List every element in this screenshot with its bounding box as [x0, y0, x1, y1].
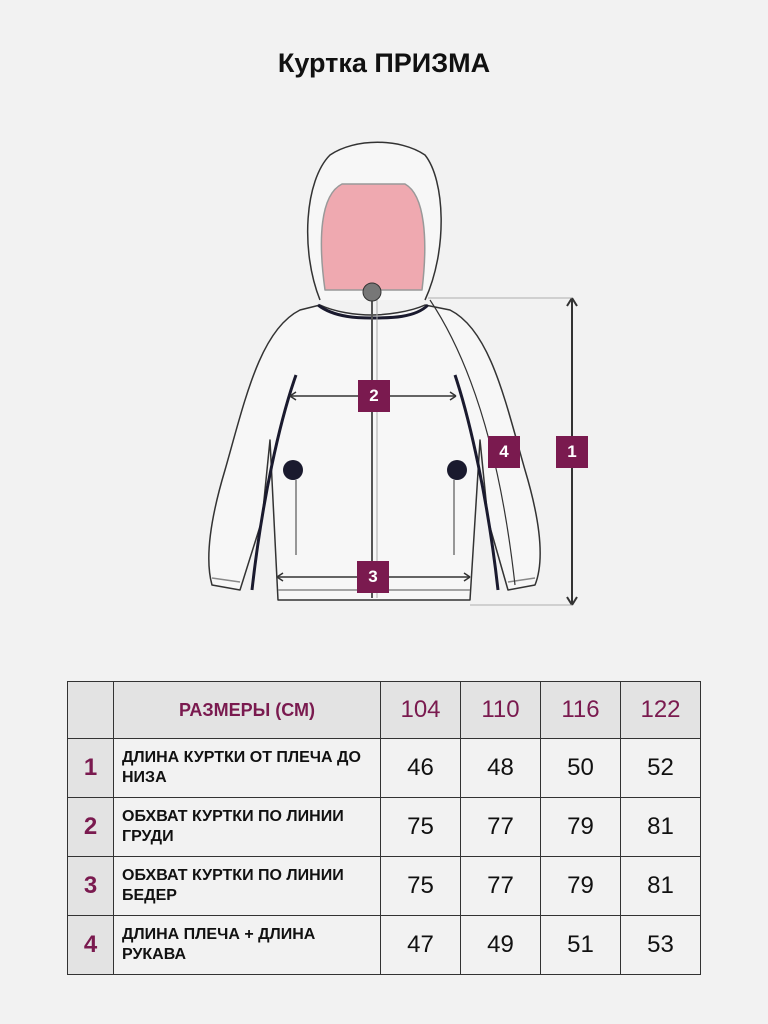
- row-number: 3: [67, 856, 114, 916]
- header-size: 122: [620, 681, 701, 739]
- row-description: ДЛИНА ПЛЕЧА + ДЛИНА РУКАВА: [113, 915, 381, 975]
- row-value: 79: [540, 797, 621, 857]
- header-size: 110: [460, 681, 541, 739]
- marker-3: 3: [357, 561, 389, 593]
- row-value: 52: [620, 738, 701, 798]
- jacket-illustration: 2 3 4 1: [0, 120, 768, 620]
- table-row: 2 ОБХВАТ КУРТКИ ПО ЛИНИИ ГРУДИ 75 77 79 …: [67, 797, 701, 857]
- jacket-drawing: [208, 141, 578, 606]
- left-pocket-button: [283, 460, 303, 480]
- row-description: ОБХВАТ КУРТКИ ПО ЛИНИИ БЕДЕР: [113, 856, 381, 916]
- row-value: 49: [460, 915, 541, 975]
- table-header-row: РАЗМЕРЫ (СМ) 104 110 116 122: [67, 681, 701, 739]
- row-value: 77: [460, 856, 541, 916]
- row-value: 53: [620, 915, 701, 975]
- header-empty-cell: [67, 681, 114, 739]
- row-value: 50: [540, 738, 621, 798]
- header-label: РАЗМЕРЫ (СМ): [113, 681, 381, 739]
- marker-2: 2: [358, 380, 390, 412]
- row-number: 1: [67, 738, 114, 798]
- table-row: 3 ОБХВАТ КУРТКИ ПО ЛИНИИ БЕДЕР 75 77 79 …: [67, 856, 701, 916]
- row-value: 75: [380, 797, 461, 857]
- page-title: Куртка ПРИЗМА: [277, 48, 491, 78]
- row-value: 48: [460, 738, 541, 798]
- sleeve-measure-line: [429, 299, 516, 586]
- row-value: 75: [380, 856, 461, 916]
- left-piping: [250, 374, 298, 591]
- row-value: 79: [540, 856, 621, 916]
- row-value: 81: [620, 856, 701, 916]
- marker-4: 4: [488, 436, 520, 468]
- table-row: 4 ДЛИНА ПЛЕЧА + ДЛИНА РУКАВА 47 49 51 53: [67, 915, 701, 975]
- row-value: 51: [540, 915, 621, 975]
- table-row: 1 ДЛИНА КУРТКИ ОТ ПЛЕЧА ДО НИЗА 46 48 50…: [67, 738, 701, 798]
- row-value: 46: [380, 738, 461, 798]
- row-number: 2: [67, 797, 114, 857]
- row-value: 81: [620, 797, 701, 857]
- right-piping: [453, 374, 500, 591]
- row-description: ДЛИНА КУРТКИ ОТ ПЛЕЧА ДО НИЗА: [113, 738, 381, 798]
- size-table: РАЗМЕРЫ (СМ) 104 110 116 122 1 ДЛИНА КУР…: [67, 681, 701, 975]
- header-size: 116: [540, 681, 621, 739]
- marker-1: 1: [556, 436, 588, 468]
- header-size: 104: [380, 681, 461, 739]
- right-pocket-button: [447, 460, 467, 480]
- row-value: 47: [380, 915, 461, 975]
- zipper-pull: [362, 282, 382, 302]
- row-number: 4: [67, 915, 114, 975]
- hood-lining: [320, 183, 426, 291]
- row-description: ОБХВАТ КУРТКИ ПО ЛИНИИ ГРУДИ: [113, 797, 381, 857]
- row-value: 77: [460, 797, 541, 857]
